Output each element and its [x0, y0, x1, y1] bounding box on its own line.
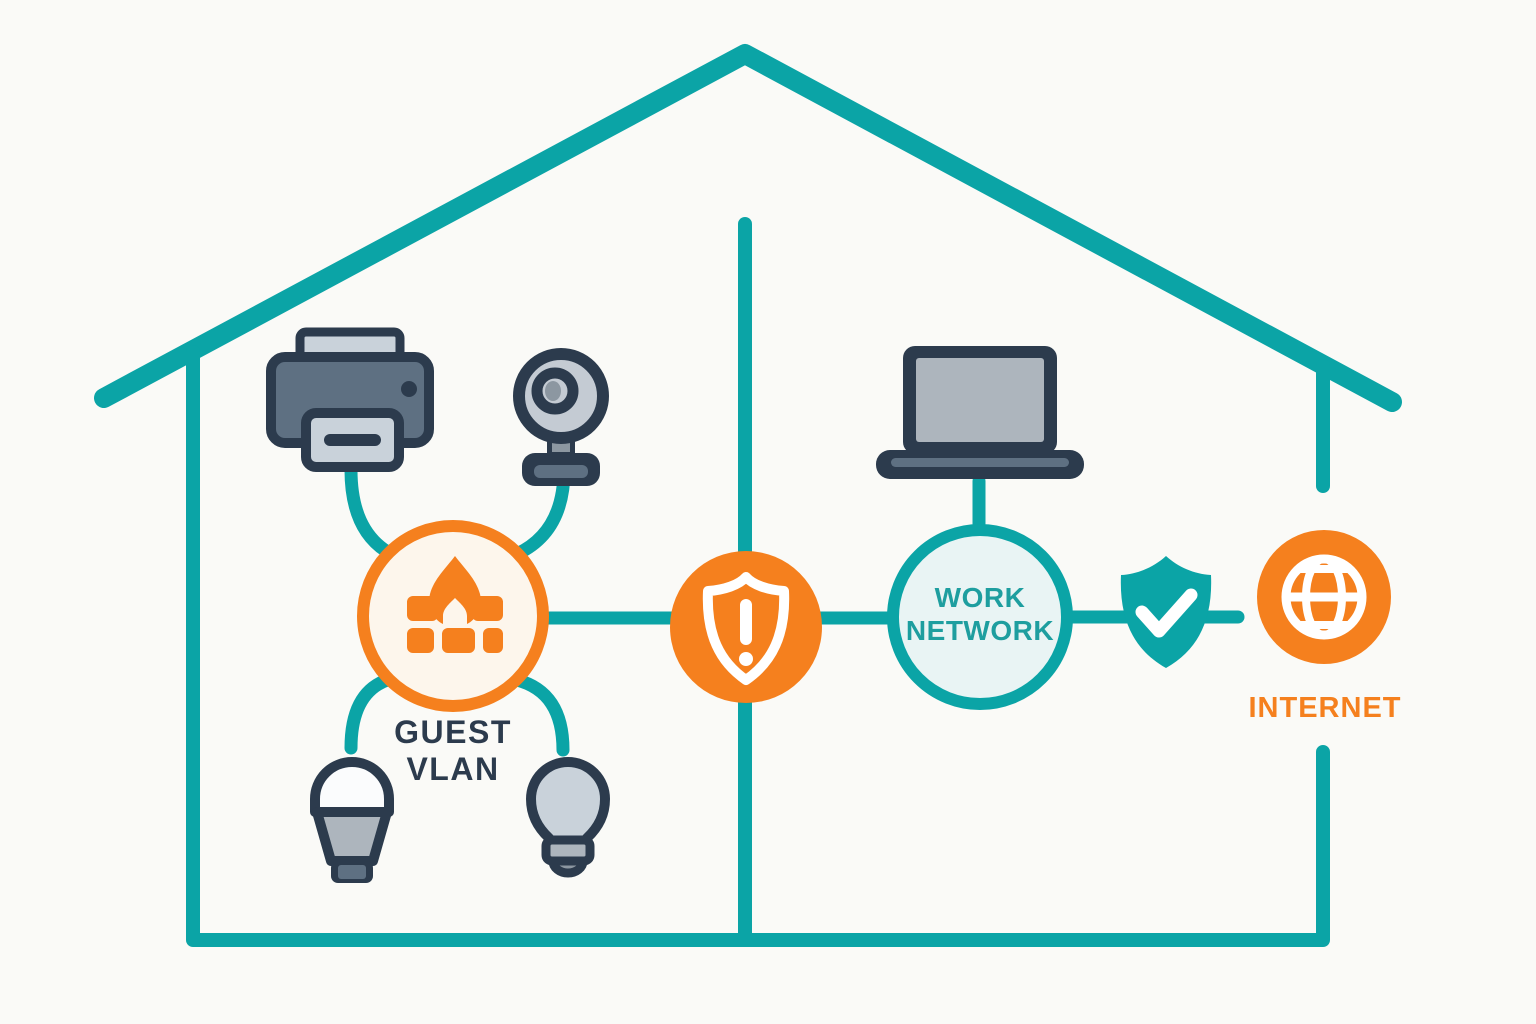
printer-icon — [266, 327, 434, 472]
work-network-label: WORK NETWORK — [868, 581, 1092, 647]
work-network-label-line1: WORK — [934, 582, 1026, 613]
internet-label: INTERNET — [1248, 692, 1402, 724]
internet-globe-node — [1257, 530, 1391, 664]
guest-vlan-label-line2: VLAN — [406, 751, 500, 787]
connector-firewall-to-bulb-right — [510, 673, 570, 757]
work-network-label-line2: NETWORK — [905, 615, 1055, 646]
guest-vlan-label-line1: GUEST — [394, 714, 512, 750]
smart-bulb-right-icon — [526, 757, 610, 878]
webcam-icon — [513, 348, 609, 486]
globe-icon — [1281, 554, 1367, 640]
connector-printer-to-firewall — [344, 463, 398, 561]
house-left-wall-floor-right-wall — [186, 345, 1330, 947]
laptop-icon — [876, 346, 1084, 479]
work-network-node — [887, 524, 1073, 710]
connector-firewall-to-bulb-left — [344, 672, 397, 755]
verified-shield-icon — [1120, 556, 1212, 668]
house-roof — [94, 44, 1402, 412]
checkmark-glyph — [1135, 588, 1198, 638]
alert-shield-node — [670, 551, 822, 703]
guest-vlan-firewall-node — [357, 520, 549, 712]
smart-bulb-left-icon — [310, 757, 394, 883]
shield-exclamation-icon — [702, 572, 790, 685]
guest-vlan-label: GUEST VLAN — [353, 714, 553, 788]
house-outline — [94, 44, 1402, 947]
firewall-flame-icon — [407, 556, 503, 653]
